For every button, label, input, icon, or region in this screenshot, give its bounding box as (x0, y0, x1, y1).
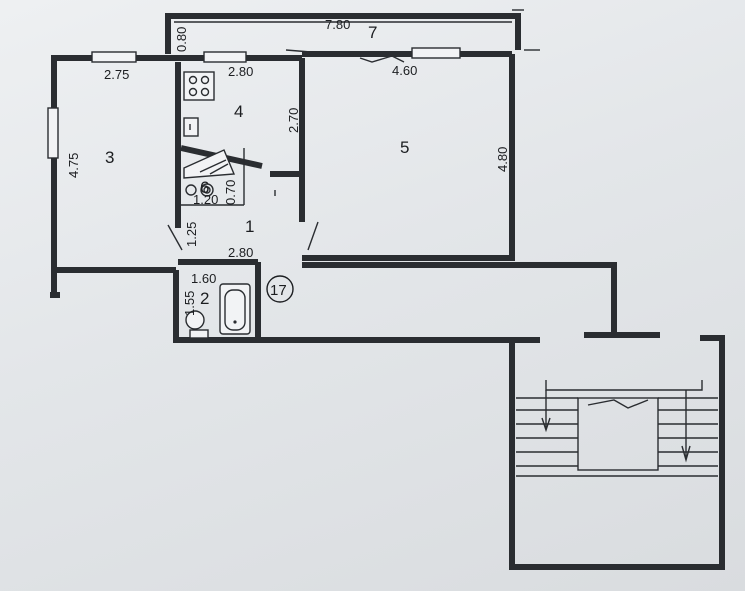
interior-walls (167, 58, 319, 338)
windows (47, 47, 461, 159)
room-number-6: 6 (200, 178, 209, 197)
room-number-4: 4 (234, 102, 243, 121)
stairs-hatch (183, 149, 236, 179)
dimension-bath-width: 1.60 (191, 271, 216, 286)
toilet (185, 310, 209, 339)
apartment-walls (50, 51, 660, 343)
room-number-1: 1 (245, 217, 254, 236)
dimension-storage-length: 0.70 (223, 180, 238, 205)
dimension-room5-width: 4.60 (392, 63, 417, 78)
bathtub (219, 283, 251, 335)
room-number-7: 7 (368, 23, 377, 42)
storage-fixtures (185, 183, 214, 197)
apartment-number-badge: 17 (266, 275, 294, 303)
dimension-balcony-width: 7.80 (325, 17, 350, 32)
dimension-hall-length: 2.80 (228, 245, 253, 260)
room-number-2: 2 (200, 289, 209, 308)
stove (183, 71, 215, 101)
room-number-3: 3 (105, 148, 114, 167)
dimension-room5-length: 4.80 (495, 147, 510, 172)
dimension-room3-width: 2.75 (104, 67, 129, 82)
dimension-hall-width: 1.25 (184, 222, 199, 247)
balcony-walls (165, 9, 540, 54)
dimension-room3-length: 4.75 (66, 153, 81, 178)
stairwell (509, 335, 725, 570)
dimension-kitchen-length: 2.70 (286, 108, 301, 133)
room-number-5: 5 (400, 138, 409, 157)
dimension-bath-length: 1.55 (182, 291, 197, 316)
dimension-balcony-depth: 0.80 (174, 27, 189, 52)
dimension-storage-width: 1.20 (193, 192, 218, 207)
dimension-kitchen-width: 2.80 (228, 64, 253, 79)
kitchen-sink (183, 117, 199, 137)
apartment-number: 17 (270, 282, 287, 299)
